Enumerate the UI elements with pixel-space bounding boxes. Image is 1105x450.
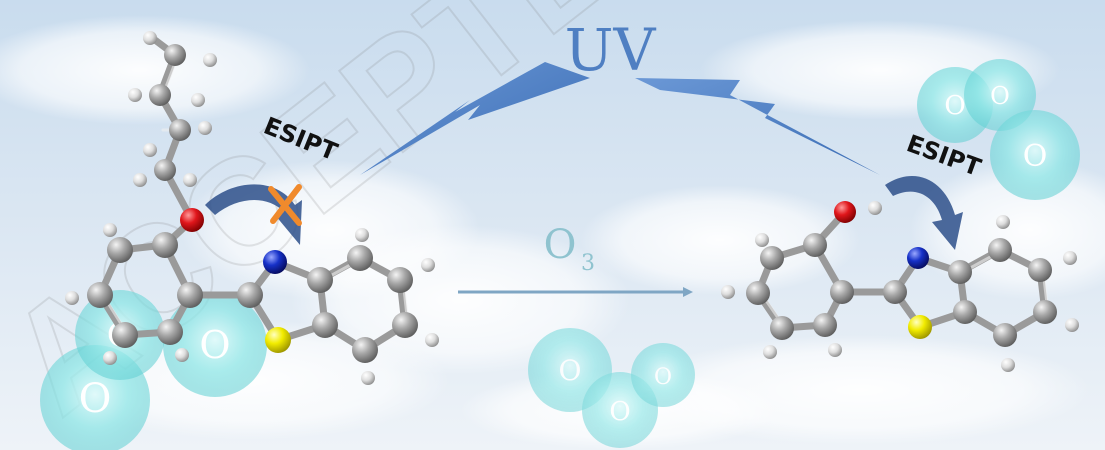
ozone-symbol: O — [199, 323, 230, 367]
uv-bolt-right — [635, 78, 880, 175]
ozone-symbol: O — [990, 82, 1010, 110]
molecule-left — [65, 31, 439, 385]
oxygen-atom — [180, 208, 204, 232]
uv-bolt-left — [360, 62, 590, 175]
nitrogen-atom — [263, 250, 287, 274]
reagent-subscript: 3 — [581, 251, 595, 276]
molecule-right — [721, 201, 1079, 372]
ozone-symbol: O — [654, 365, 672, 390]
blocked-mark — [268, 184, 302, 226]
sulfur-atom — [908, 315, 932, 339]
uv-label: UV — [565, 16, 657, 84]
nitrogen-atom — [907, 247, 929, 269]
ozone-bubbles-left: O O O — [40, 290, 267, 450]
reagent-label: O — [544, 222, 577, 268]
ozone-symbol: O — [944, 91, 965, 121]
ozone-bubbles-center: O O O — [528, 328, 695, 448]
esipt-arrow-right — [885, 176, 963, 250]
ozone-symbol: O — [1023, 139, 1048, 174]
ozone-symbol: O — [79, 376, 112, 422]
ozone-symbol: O — [609, 397, 630, 427]
sulfur-atom — [265, 327, 291, 353]
ozone-bubbles-right: O O O — [917, 59, 1080, 200]
oxygen-atom — [834, 201, 856, 223]
ozone-symbol: O — [559, 354, 582, 387]
